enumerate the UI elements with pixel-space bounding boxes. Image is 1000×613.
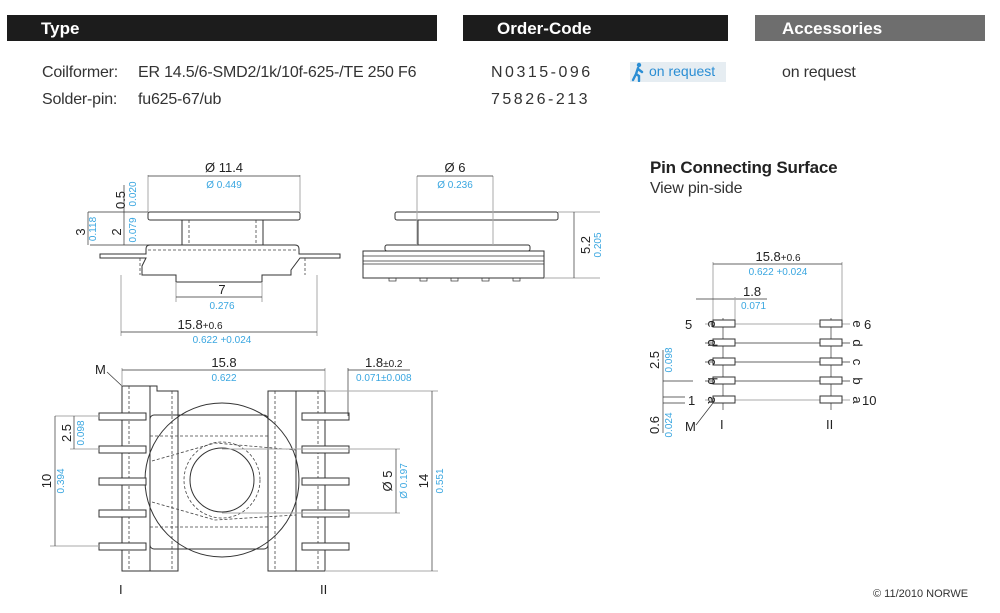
svg-text:15.8+0.6: 15.8+0.6 <box>177 317 222 332</box>
dim-depth-in: 0.551 <box>435 468 446 493</box>
ps-offset: 0.6 <box>647 416 662 434</box>
coilformer-value: ER 14.5/6-SMD2/1k/10f-625-/TE 250 F6 <box>138 64 417 81</box>
pin-letter-c-right: c <box>850 359 865 366</box>
ps-row-right: II <box>826 417 833 432</box>
pin-letter-b-right: b <box>850 377 865 384</box>
dim-height-in: 0.118 <box>88 216 99 241</box>
svg-text:15.8+0.6: 15.8+0.6 <box>755 249 800 264</box>
dim-total-width-in: 0.622 +0.024 <box>193 335 252 346</box>
pin-letter-a-right: a <box>850 396 865 404</box>
ps-row-left: I <box>720 417 724 432</box>
pin-surface-subtitle: View pin-side <box>650 180 743 197</box>
front-view: Ø 6 Ø 0.236 5.2 0.205 <box>362 160 604 282</box>
dim-flange-thickness: 0.5 <box>113 191 128 209</box>
dim-pitch: 2.5 <box>59 424 74 442</box>
pin-number-10: 10 <box>862 393 876 408</box>
ps-pitch-in: 0.098 <box>664 347 675 372</box>
dim-total-height-in: 0.205 <box>593 232 604 257</box>
ps-marker-m: M <box>685 419 696 434</box>
pin-number-5: 5 <box>685 317 692 332</box>
dim-flange-thickness-in: 0.020 <box>128 181 139 206</box>
dim-bottom-width: 15.8 <box>211 355 236 370</box>
dim-base-width-in: 0.276 <box>209 301 234 312</box>
dim-total-tolerance: +0.6 <box>203 321 223 332</box>
solder-pin-label: Solder-pin: <box>42 91 118 108</box>
dim-total-width: 15.8 <box>177 317 202 332</box>
header-accessories: Accessories <box>755 15 985 41</box>
dim-pin-span: 10 <box>39 474 54 488</box>
dim-bottom-width-in: 0.622 <box>211 373 236 384</box>
dim-height: 3 <box>73 228 88 235</box>
pin-letter-a-left: a <box>705 396 720 404</box>
dim-flange-diameter-in: Ø 0.449 <box>206 180 242 191</box>
dim-total-height: 5.2 <box>578 236 593 254</box>
solder-pin-order-code: 75826-213 <box>491 91 591 108</box>
coilformer-label: Coilformer: <box>42 64 119 81</box>
pin-letter-d-left: d <box>705 339 720 346</box>
dim-core-diameter: Ø 6 <box>445 160 466 175</box>
on-request-badge[interactable]: on request <box>630 62 726 82</box>
bottom-view: M 15.8 0.622 1.8±0.2 0.071±0.008 2.5 0.0… <box>39 355 446 597</box>
solder-pin-value: fu625-67/ub <box>138 91 222 108</box>
dim-body-height-in: 0.079 <box>128 217 139 242</box>
coilformer-order-code: N0315-096 <box>491 64 593 81</box>
dim-flange-diameter: Ø 11.4 <box>205 160 243 175</box>
dim-pin-tolerance: ±0.2 <box>383 359 403 370</box>
on-request-text: on request <box>649 63 716 79</box>
header-type: Type <box>7 15 437 41</box>
ps-width-in: 0.622 +0.024 <box>749 267 808 278</box>
pin-letter-e-left: e <box>705 320 720 327</box>
header-order-code: Order-Code <box>463 15 728 41</box>
side-view: Ø 11.4 Ø 0.449 0.5 0.020 3 0.118 2 0.079… <box>73 160 341 346</box>
ps-width: 15.8 <box>755 249 780 264</box>
ps-pin-width-in: 0.071 <box>741 301 766 312</box>
dim-core-diameter-in: Ø 0.236 <box>437 180 473 191</box>
dim-pin-width-in: 0.071±0.008 <box>356 373 412 384</box>
dim-pin-span-in: 0.394 <box>56 468 67 493</box>
accessory-value: on request <box>782 64 856 81</box>
ps-pin-width: 1.8 <box>743 284 761 299</box>
dim-hole-diameter-in: Ø 0.197 <box>399 463 410 499</box>
ps-offset-in: 0.024 <box>664 412 675 437</box>
svg-text:1.8±0.2: 1.8±0.2 <box>365 355 403 370</box>
walking-person-icon <box>631 62 644 82</box>
row-label-right: II <box>320 582 327 597</box>
ps-pitch: 2.5 <box>647 351 662 369</box>
dim-hole-diameter: Ø 5 <box>380 471 395 492</box>
dim-pin-width: 1.8 <box>365 355 383 370</box>
pin-letter-c-left: c <box>705 359 720 366</box>
dim-base-width: 7 <box>218 282 225 297</box>
ps-width-tol: +0.6 <box>781 253 801 264</box>
pin-surface-title: Pin Connecting Surface <box>650 158 838 177</box>
pin-letter-d-right: d <box>850 339 865 346</box>
pin-letter-b-left: b <box>705 377 720 384</box>
bottom-pins <box>98 412 350 551</box>
pin-number-1: 1 <box>688 393 695 408</box>
pin-connecting-diagram: 15.8+0.6 0.622 +0.024 1.8 0.071 e d c b … <box>647 249 876 438</box>
pin-rows <box>705 318 850 410</box>
dim-body-height: 2 <box>109 228 124 235</box>
copyright: © 11/2010 NORWE <box>873 588 968 600</box>
pin-letter-e-right: e <box>850 320 865 327</box>
dim-depth: 14 <box>416 474 431 488</box>
row-label-left: I <box>119 582 123 597</box>
marker-m: M <box>95 362 106 377</box>
pin-number-6: 6 <box>864 317 871 332</box>
dim-pitch-in: 0.098 <box>76 420 87 445</box>
